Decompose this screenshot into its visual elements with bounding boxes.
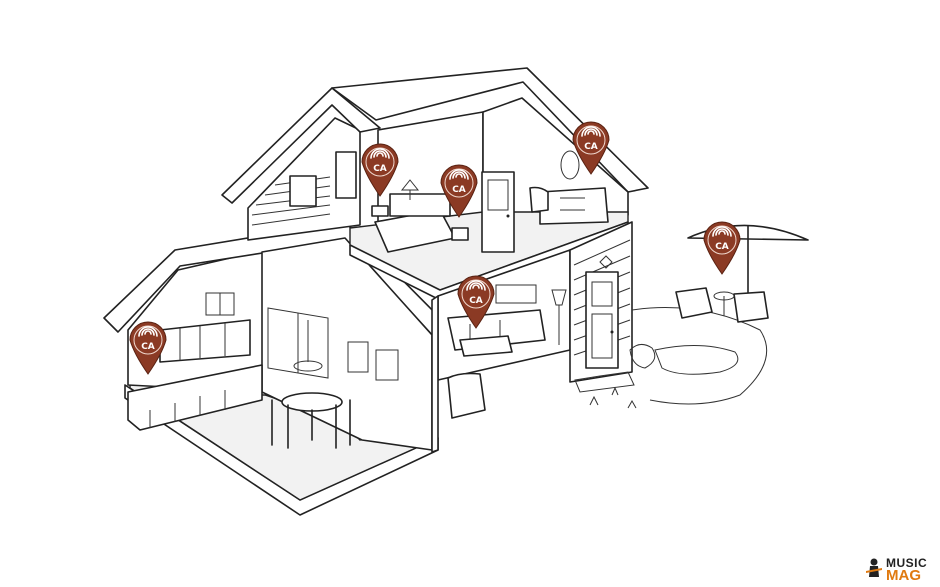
speaker-pin-bedroom-left: CA [361,143,399,197]
garden-path [631,307,768,405]
patio-chair-left [675,287,713,319]
front-door [585,271,619,369]
wifi-icon [144,330,152,335]
wifi-icon [138,326,158,337]
front-steps [574,371,635,393]
wifi-icon [472,284,480,289]
lawn [654,345,739,375]
toilet [529,186,549,213]
wifi-icon [712,226,732,237]
pin-logo-text: CA [373,164,387,174]
pin-logo-text: CA [584,142,598,152]
pin-logo-text: CA [141,342,155,352]
pin-ring [133,325,163,355]
gable-window [289,175,317,207]
speaker-pin-bathroom: CA [572,121,610,175]
wifi-icon [581,126,601,137]
living-left-wall [431,295,439,453]
bedside-lamp [400,179,420,200]
floor-lamp [551,289,567,345]
wifi-icon [141,328,155,336]
pin-ring [707,225,737,255]
wall-picture-1 [347,341,369,373]
pin-ring [461,279,491,309]
logo-word-music: MUSIC [886,556,928,570]
wifi-icon [370,148,390,159]
speaker-pin-kitchen: CA [129,321,167,375]
speaker-pin-bedroom-right: CA [440,164,478,218]
wall-art [495,284,537,304]
wifi-icon [449,169,469,180]
dining-table [281,392,343,412]
nightstand-right [451,227,469,241]
bush [629,344,656,369]
coffee-table [459,335,513,357]
gable-window-2 [335,151,357,199]
logo-word-mag: MAG [886,567,921,584]
wifi-icon [466,280,486,291]
wifi-icon [715,228,729,236]
pin-ring [365,147,395,177]
grass-tufts [589,386,637,409]
armchair [447,372,486,419]
porch-light [599,255,613,269]
wifi-icon [469,282,483,290]
wifi-icon [455,173,463,178]
musicmag-logo: MUSIC MAG [864,557,934,583]
bed-headboard [389,193,451,217]
wall-picture-2 [375,349,399,381]
kitchen-counter [127,364,263,431]
wifi-icon [376,152,384,157]
wifi-icon [584,128,598,136]
guitarist-icon [866,558,882,577]
glass-door [267,307,329,379]
speaker-pins: CA CA CA CA CA CA [129,121,741,375]
bedroom-door [481,171,515,253]
dining-chairs [271,399,351,449]
pin-ring [444,168,474,198]
mirror [560,150,580,180]
wifi-icon [587,130,595,135]
bathroom-vanity [539,187,609,225]
pin-ring [576,125,606,155]
wifi-icon [718,230,726,235]
pin-logo-text: CA [469,296,483,306]
speaker-pin-living-room: CA [457,275,495,329]
pin-logo-text: CA [715,242,729,252]
patio-chair-right [733,291,769,323]
wifi-icon [452,171,466,179]
pin-logo-text: CA [452,185,466,195]
speaker-pin-patio: CA [703,221,741,275]
nightstand-left [371,205,389,217]
wifi-icon [373,150,387,158]
